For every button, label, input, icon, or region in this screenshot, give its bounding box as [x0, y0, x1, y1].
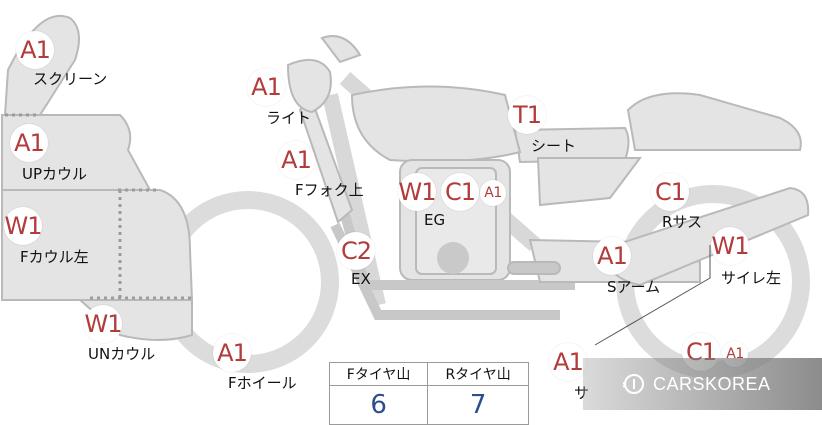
label-silencer-left: サイレ左 [721, 269, 782, 287]
fuel-tank [350, 85, 522, 163]
badge-screen: A1 [16, 31, 54, 69]
badge-light: A1 [247, 68, 285, 106]
watermark-text: CARSKOREA [653, 373, 771, 394]
label-swing-arm: Sアーム [607, 278, 661, 296]
badge-exhaust: C2 [337, 232, 375, 270]
label-screen: スクリーン [33, 70, 108, 88]
badge-engine-w: W1 [398, 173, 437, 211]
label-upper-cowl: UPカウル [22, 165, 88, 183]
label-exhaust: EX [351, 270, 371, 288]
badge-front-fork-upper: A1 [277, 141, 315, 179]
rear-tail [626, 92, 802, 151]
watermark: CARSKOREA [583, 358, 822, 410]
side-cover [536, 157, 642, 207]
label-under-cowl: UNカウル [88, 345, 156, 363]
badge-rear-suspension: C1 [651, 173, 689, 211]
badge-silencer-left: W1 [711, 227, 750, 265]
badge-bottom-a: A1 [549, 343, 587, 381]
badge-engine-a: A1 [480, 180, 506, 206]
front-tire-header: Fタイヤ山 [328, 362, 429, 386]
headlight [286, 58, 332, 114]
label-engine: EG [424, 211, 446, 229]
badge-swing-arm: A1 [593, 237, 631, 275]
badge-upper-cowl: A1 [10, 124, 48, 162]
front-tire-value: 6 [328, 385, 429, 425]
rear-tire-value: 7 [427, 385, 529, 425]
badge-engine-c: C1 [441, 173, 479, 211]
carskorea-logo-icon [623, 374, 644, 394]
badge-front-wheel: A1 [213, 334, 251, 372]
badge-under-cowl: W1 [84, 305, 123, 343]
label-front-fork-upper: Fフォク上 [295, 181, 364, 199]
front-cowl-shape [1, 189, 194, 301]
label-front-wheel: Fホイール [228, 374, 297, 392]
rear-tire-header: Rタイヤ山 [427, 362, 529, 386]
badge-front-cowl-left: W1 [4, 207, 43, 245]
label-light: ライト [266, 109, 312, 127]
tire-tread-table: Fタイヤ山 Rタイヤ山 6 7 [328, 362, 529, 425]
badge-seat: T1 [508, 96, 546, 134]
label-front-cowl-left: Fカウル左 [20, 248, 89, 266]
label-rear-suspension: Rサス [662, 213, 703, 231]
label-seat: シート [531, 137, 577, 155]
